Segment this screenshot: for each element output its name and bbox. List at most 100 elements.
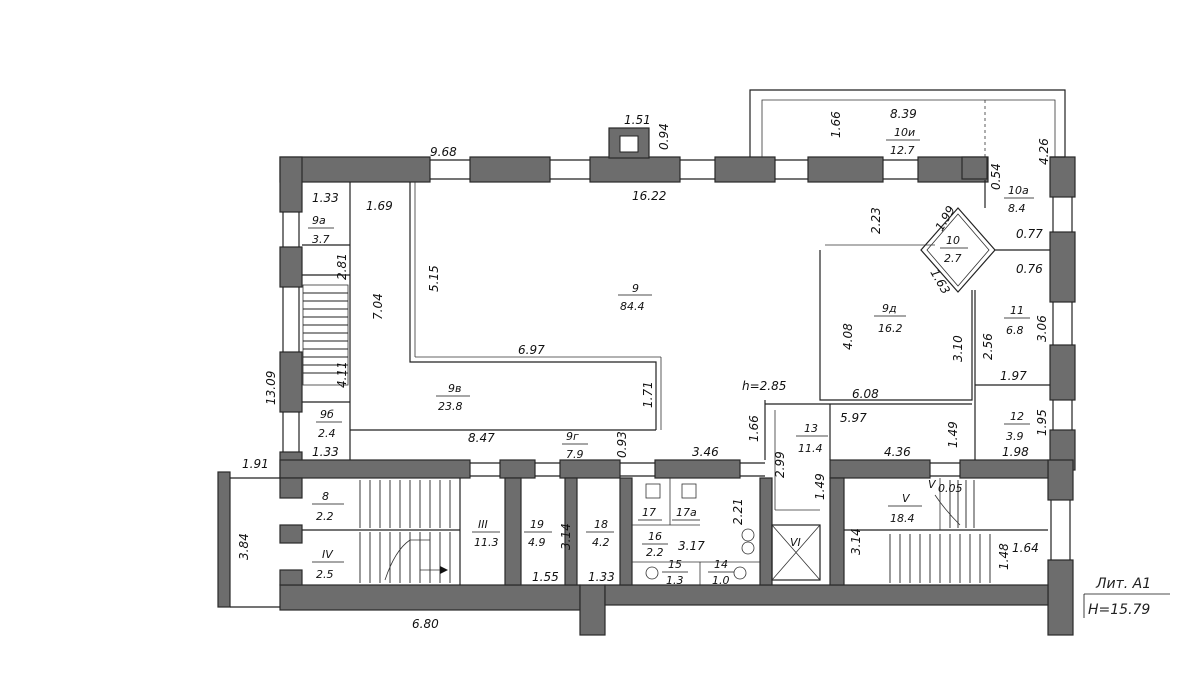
room-V-small: V 0.05 [928, 478, 963, 495]
plan-stamp: Лит. А1 Н=15.79 [1083, 576, 1170, 618]
room-12-area: 3.9 [1006, 430, 1024, 443]
room-V-small-number: V [928, 478, 937, 491]
room-9-number: 9 [632, 282, 639, 295]
room-9v-number: 9в [448, 382, 461, 395]
room-9d-number: 9д [882, 302, 897, 315]
dim-3-14-b: 3.14 [849, 528, 863, 555]
room-11-area: 6.8 [1006, 324, 1024, 337]
room-III-area: 11.3 [474, 536, 499, 549]
room-17a: 17а [672, 506, 700, 521]
dim-9-68: 9.68 [430, 145, 457, 159]
interior-lines [230, 89, 1066, 608]
dim-1-33-top: 1.33 [312, 191, 339, 205]
dim-2-81: 2.81 [335, 253, 349, 280]
room-8-area: 2.2 [316, 510, 334, 523]
dim-1-71: 1.71 [641, 381, 655, 408]
dim-1-33-bot: 1.33 [588, 570, 615, 584]
room-9v-area: 23.8 [438, 400, 463, 413]
room-16-number: 16 [648, 530, 662, 543]
dim-1-69: 1.69 [366, 199, 393, 213]
dim-0-76: 0.76 [1016, 262, 1043, 276]
dim-8-39: 8.39 [890, 107, 917, 121]
dim-1-95: 1.95 [1035, 409, 1049, 436]
dim-6-97: 6.97 [518, 343, 545, 357]
stair-III-lower [359, 532, 451, 583]
room-9a-number: 9а [312, 214, 326, 227]
dim-2-56: 2.56 [981, 333, 995, 360]
room-14-area: 1.0 [712, 574, 730, 587]
dim-6-80: 6.80 [412, 617, 439, 631]
room-9a: 9а 3.7 [308, 214, 334, 246]
dim-5-15: 5.15 [427, 265, 441, 292]
dim-1-98: 1.98 [1002, 445, 1029, 459]
room-19-area: 4.9 [528, 536, 546, 549]
room-III: III 11.3 [472, 518, 500, 549]
room-18: 18 4.2 [586, 518, 614, 549]
room-16-area: 2.2 [646, 546, 664, 559]
exterior-walls [217, 127, 1076, 636]
dim-1-51: 1.51 [624, 113, 651, 127]
room-V-number: V [902, 492, 911, 505]
room-13: 13 11.4 [796, 422, 828, 455]
dim-1-48: 1.48 [997, 543, 1011, 570]
dim-2-23: 2.23 [869, 207, 883, 234]
room-9a-area: 3.7 [312, 233, 330, 246]
room-8-number: 8 [322, 490, 329, 503]
literal-label: Лит. А1 [1095, 576, 1151, 592]
room-9d: 9д 16.2 [874, 302, 906, 335]
room-19: 19 4.9 [524, 518, 552, 549]
room-9b-number: 9б [320, 408, 334, 421]
dim-3-84: 3.84 [237, 533, 251, 560]
dim-13-09: 13.09 [264, 371, 278, 405]
room-IV: IV 2.5 [312, 548, 344, 581]
room-V-area: 18.4 [890, 512, 915, 525]
room-V-small-area: 0.05 [938, 482, 963, 495]
room-13-area: 11.4 [798, 442, 823, 455]
room-VI-number: VI [790, 536, 801, 549]
room-10a-number: 10а [1008, 184, 1029, 197]
room-9d-area: 16.2 [878, 322, 903, 335]
stair-V-upper [934, 480, 975, 528]
room-12: 12 3.9 [1004, 410, 1030, 443]
room-9g: 9г 7.9 [562, 430, 588, 461]
dim-4-36: 4.36 [884, 445, 911, 459]
dim-4-08: 4.08 [841, 323, 855, 350]
stair-V-lower [889, 534, 991, 583]
dim-1-49-r: 1.49 [946, 421, 960, 448]
stairs [302, 284, 991, 583]
room-15-number: 15 [668, 558, 682, 571]
room-15-area: 1.3 [666, 574, 684, 587]
dim-1-97: 1.97 [1000, 369, 1027, 383]
dim-3-46: 3.46 [692, 445, 719, 459]
dim-4-11: 4.11 [335, 361, 349, 388]
dim-1-91: 1.91 [242, 457, 269, 471]
room-10a: 10а 8.4 [1004, 184, 1034, 215]
room-9b: 9б 2.4 [316, 408, 342, 440]
room-9-area: 84.4 [620, 300, 645, 313]
room-V: V 18.4 [888, 492, 922, 525]
dim-1-33-mid: 1.33 [312, 445, 339, 459]
room-9: 9 84.4 [618, 282, 652, 313]
room-10-area: 2.7 [944, 252, 962, 265]
room-9v: 9в 23.8 [436, 382, 470, 413]
room-13-number: 13 [804, 422, 818, 435]
room-10u-number: 10и [894, 126, 915, 139]
dim-0-77: 0.77 [1016, 227, 1043, 241]
dim-8-47: 8.47 [468, 431, 495, 445]
dim-0-54: 0.54 [989, 163, 1003, 190]
stair-III-upper [359, 480, 451, 528]
dim-1-66-top: 1.66 [829, 111, 843, 138]
room-14: 14 1.0 [708, 558, 734, 587]
dim-0-93: 0.93 [615, 431, 629, 458]
dim-3-14-a: 3.14 [559, 523, 573, 550]
room-17-number: 17 [642, 506, 656, 519]
room-VI: VI [790, 536, 801, 549]
dim-3-10: 3.10 [951, 335, 965, 362]
room-10u: 10и 12.7 [886, 126, 920, 157]
dim-5-97: 5.97 [840, 411, 867, 425]
dim-1-55: 1.55 [532, 570, 559, 584]
room-18-number: 18 [594, 518, 608, 531]
height-label: Н=15.79 [1088, 602, 1150, 618]
room-IV-number: IV [322, 548, 334, 561]
dim-16-22: 16.22 [632, 189, 666, 203]
